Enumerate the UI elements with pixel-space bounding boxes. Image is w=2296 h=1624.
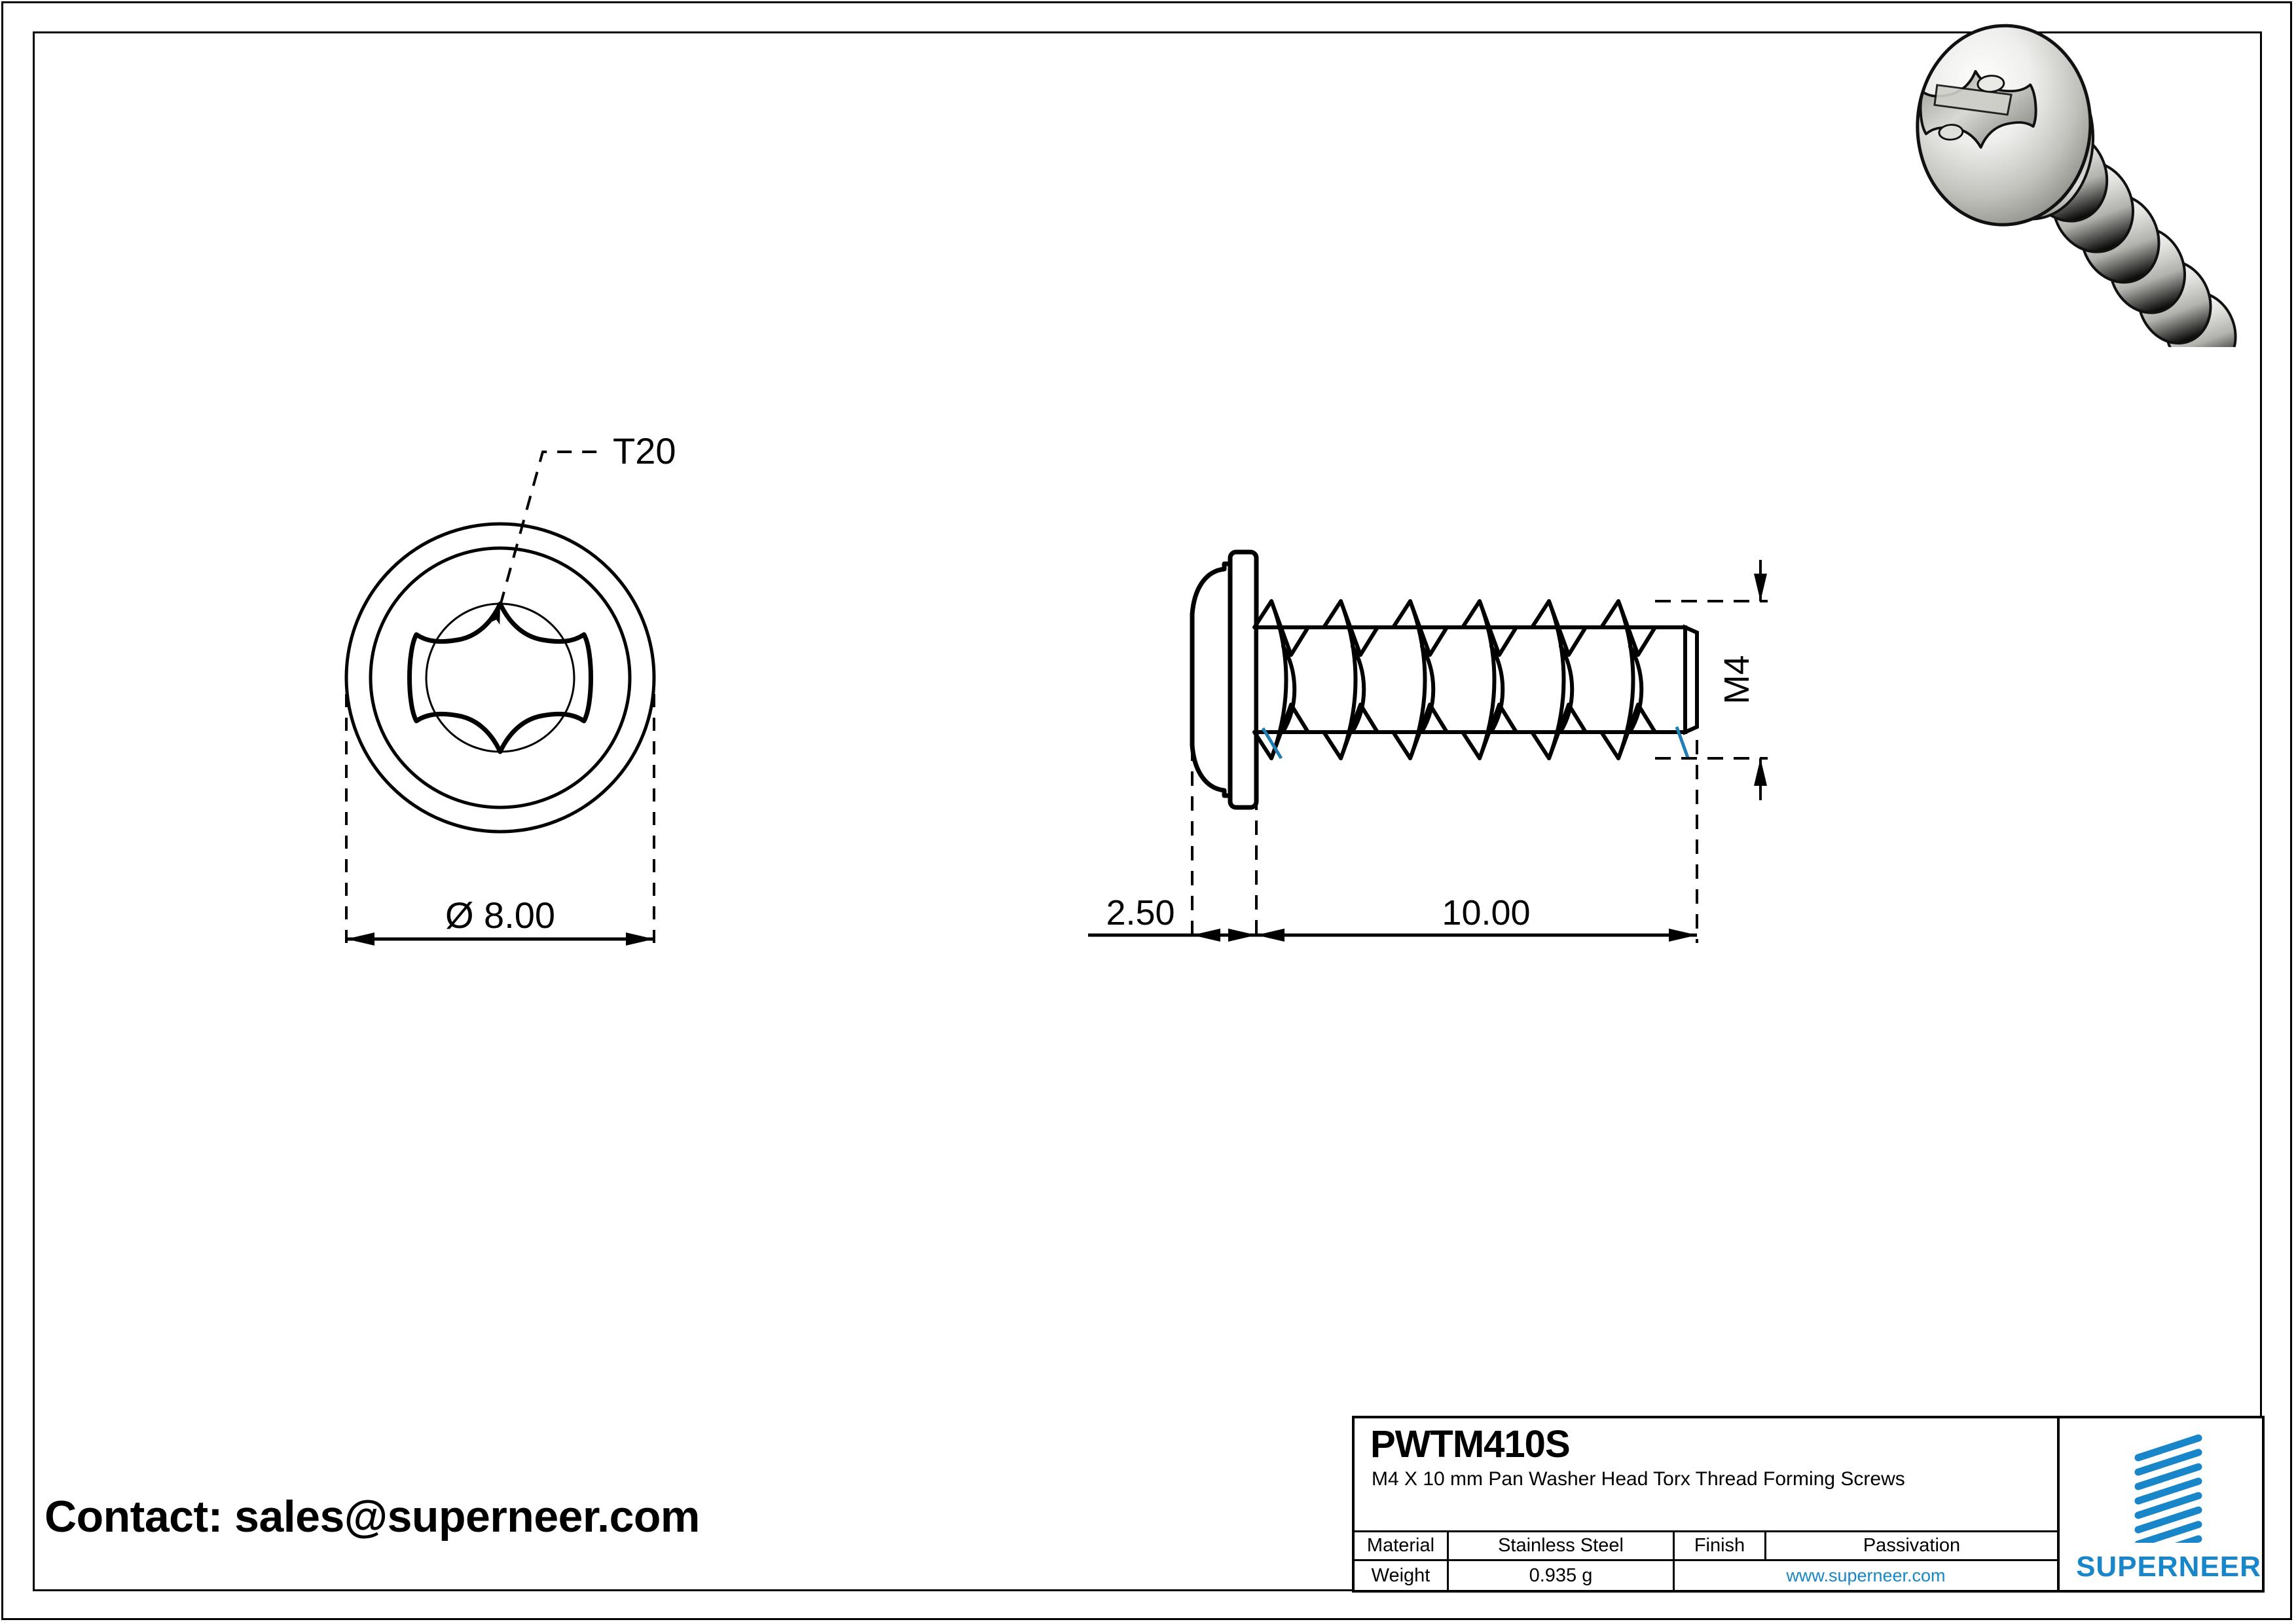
dim-arrow-25-left (1192, 929, 1220, 942)
thread-end-edge (1675, 726, 1690, 758)
table-row-weight: Weight 0.935 g www.superneer.com (1355, 1561, 2057, 1590)
table-row-material: Material Stainless Steel Finish Passivat… (1355, 1532, 2057, 1562)
screw-side-view: M4 2.50 10.00 (1088, 549, 1768, 943)
t20-label: T20 (613, 430, 676, 471)
title-block: PWTM410S M4 X 10 mm Pan Washer Head Torx… (1352, 1416, 2265, 1593)
head-outer-circle (344, 522, 656, 834)
dim-arrow-10-right (1669, 929, 1697, 942)
m4-arrow-bottom (1754, 758, 1767, 786)
washer-flange (1228, 549, 1259, 810)
head-top-view: T20 Ø 8.00 (344, 430, 676, 948)
diameter-dimension-text: Ø 8.00 (445, 895, 555, 936)
brand-area: SUPERNEER (2060, 1418, 2262, 1590)
t20-leader-line (490, 451, 601, 625)
weight-label: Weight (1355, 1561, 1449, 1590)
website-link[interactable]: www.superneer.com (1786, 1565, 1946, 1585)
torx-star-lobes (407, 601, 593, 754)
screw-shank-body (1254, 625, 1687, 734)
contact-text: Contact: sales@superneer.com (45, 1492, 700, 1541)
iso-torx-recess (1919, 69, 2037, 149)
head-inner-circle (369, 546, 632, 809)
thread-start-edge (1261, 727, 1283, 760)
length-dimension-text: 10.00 (1442, 893, 1530, 932)
dim-arrow-25-right (1228, 929, 1256, 942)
m4-arrow-top (1754, 574, 1767, 601)
brand-wordmark: SUPERNEER (2076, 1551, 2261, 1583)
screw-tip (1683, 624, 1699, 735)
dim-arrow-left (346, 932, 374, 946)
sheet-inner-border (33, 31, 2262, 1591)
weight-value: 0.935 g (1449, 1561, 1675, 1590)
screw-3d-render (1916, 24, 2237, 347)
dim-arrow-right (626, 932, 654, 946)
head-height-dimension-text: 2.50 (1106, 893, 1175, 932)
part-number: PWTM410S (1370, 1423, 1571, 1466)
material-label: Material (1355, 1532, 1449, 1560)
pan-head-dome (1190, 561, 1236, 798)
torx-recess-circle (425, 602, 575, 753)
material-value: Stainless Steel (1449, 1532, 1675, 1560)
thread-helix-lines (1269, 599, 1644, 760)
finish-label: Finish (1675, 1532, 1766, 1560)
superneer-logo-icon (2134, 1434, 2202, 1543)
title-block-info: PWTM410S M4 X 10 mm Pan Washer Head Torx… (1355, 1418, 2060, 1590)
title-block-header: PWTM410S M4 X 10 mm Pan Washer Head Torx… (1355, 1418, 2057, 1532)
dim-arrow-10-left (1256, 929, 1285, 942)
finish-value: Passivation (1863, 1535, 1961, 1557)
part-description: M4 X 10 mm Pan Washer Head Torx Thread F… (1372, 1468, 1905, 1490)
m4-dimension-text: M4 (1717, 655, 1757, 704)
